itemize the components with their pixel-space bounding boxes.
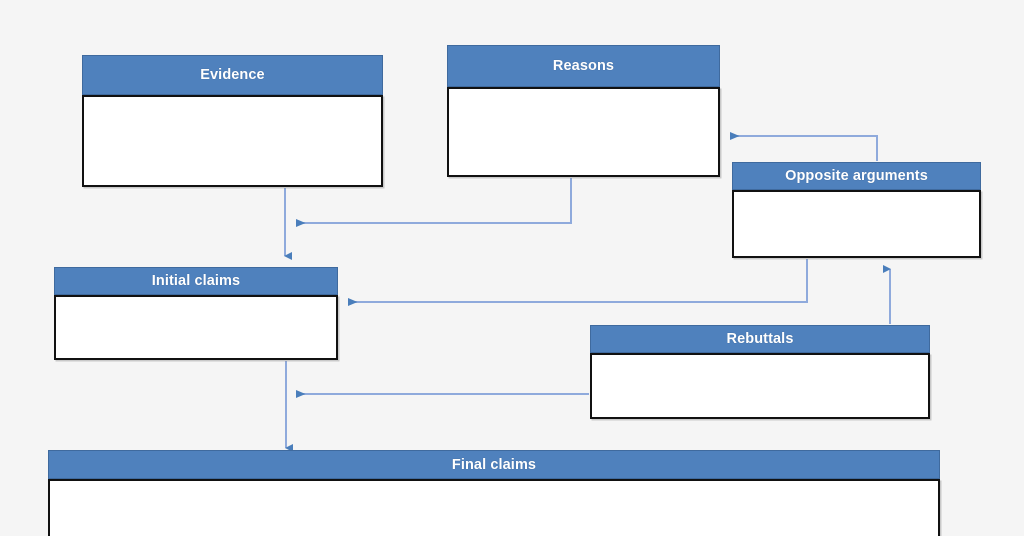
node-opposite-arguments-title: Opposite arguments [732,162,981,190]
node-evidence-body[interactable] [82,95,383,187]
node-final-claims-title: Final claims [48,450,940,479]
connector-opposite-arguments-to-reasons [730,132,878,161]
node-evidence[interactable]: Evidence [82,55,383,187]
connector-opposite-arguments-to-initial-claims [348,259,808,306]
node-initial-claims-body[interactable] [54,295,338,360]
node-final-claims[interactable]: Final claims [48,450,940,536]
node-initial-claims[interactable]: Initial claims [54,267,338,360]
node-initial-claims-title: Initial claims [54,267,338,295]
node-rebuttals[interactable]: Rebuttals [590,325,930,419]
node-opposite-arguments-body[interactable] [732,190,981,258]
node-reasons[interactable]: Reasons [447,45,720,177]
node-evidence-title: Evidence [82,55,383,95]
node-final-claims-body[interactable] [48,479,940,536]
node-opposite-arguments[interactable]: Opposite arguments [732,162,981,258]
node-reasons-body[interactable] [447,87,720,177]
node-reasons-title: Reasons [447,45,720,87]
node-rebuttals-body[interactable] [590,353,930,419]
node-rebuttals-title: Rebuttals [590,325,930,353]
